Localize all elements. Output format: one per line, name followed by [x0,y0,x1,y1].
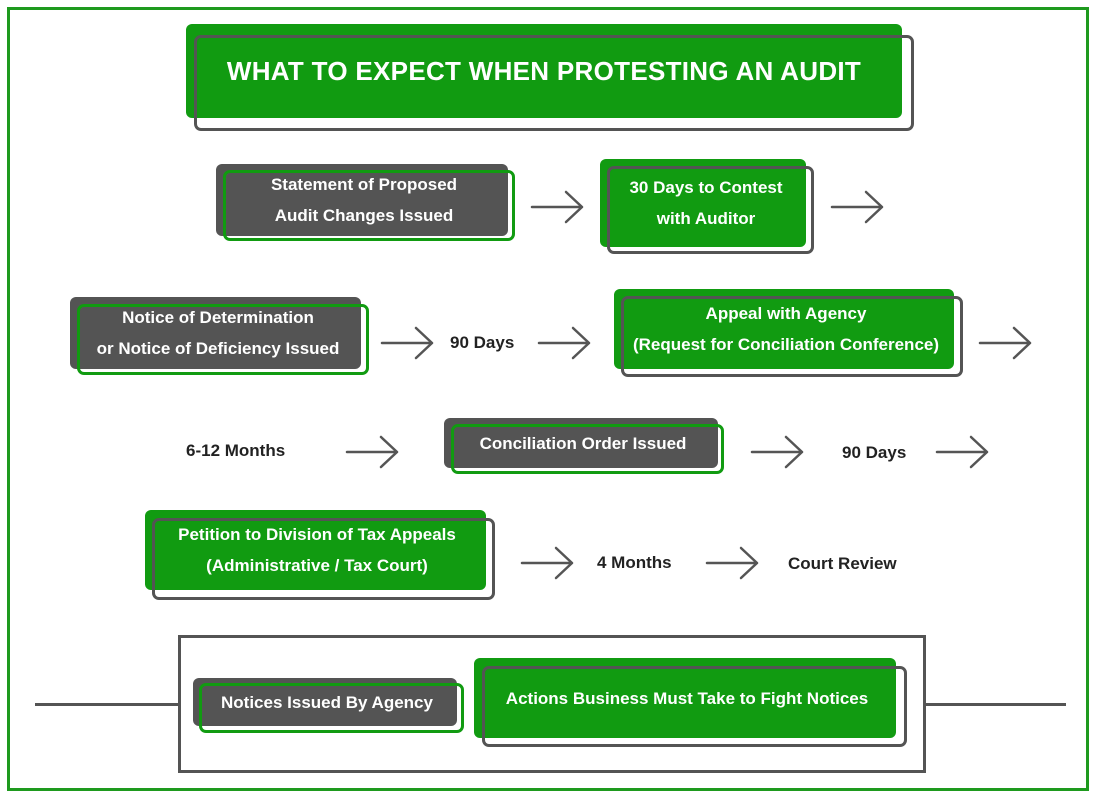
statement-proposed-changes: Statement of Proposed Audit Changes Issu… [270,175,458,225]
legend-agency-fill [193,678,457,726]
legend-business-fill [474,658,896,738]
right-arrow-icon [750,435,804,469]
right-arrow-icon [380,326,434,360]
petition-box-outline [152,518,495,600]
petition-tax-appeals: Petition to Division of Tax Appeals (Adm… [178,525,456,575]
right-arrow-icon [537,326,591,360]
interval-after-conciliation-order: 90 Days [842,443,907,462]
court-review: Court Review [788,554,897,573]
notice-box-fill [70,297,361,369]
legend-agency-outline [199,683,464,733]
contest-box-outline [607,166,814,254]
contest-box-fill [600,159,806,247]
conciliation-box-outline [451,424,724,474]
right-arrow-icon [705,546,759,580]
notice-box-outline [77,304,369,375]
statement-box-outline [223,170,515,241]
legend-business: Actions Business Must Take to Fight Noti… [505,688,869,708]
legend-frame [178,635,926,773]
contest-with-auditor: 30 Days to Contest with Auditor [629,178,783,228]
right-arrow-icon [345,435,399,469]
petition-box-fill [145,510,486,590]
diagram-title: WHAT TO EXPECT WHEN PROTESTING AN AUDIT [226,55,862,86]
interval-after-notice: 90 Days [450,333,515,352]
title-outline [194,35,914,131]
interval-conciliation-wait: 6-12 Months [186,441,286,460]
conciliation-order-issued: Conciliation Order Issued [479,433,687,453]
right-arrow-icon [935,435,989,469]
right-arrow-icon [830,190,884,224]
legend-business-outline [482,666,907,747]
notice-of-determination: Notice of Determination or Notice of Def… [96,308,340,358]
appeal-with-agency: Appeal with Agency (Request for Concilia… [632,304,940,354]
title-fill [186,24,902,118]
legend-line-right [924,703,1066,706]
right-arrow-icon [520,546,574,580]
right-arrow-icon [530,190,584,224]
right-arrow-icon [978,326,1032,360]
outer-frame [7,7,1089,791]
appeal-box-outline [621,296,963,377]
appeal-box-fill [614,289,954,369]
interval-after-petition: 4 Months [597,553,672,572]
legend-line-left [35,703,180,706]
statement-box-fill [216,164,508,236]
legend-agency: Notices Issued By Agency [221,692,433,712]
